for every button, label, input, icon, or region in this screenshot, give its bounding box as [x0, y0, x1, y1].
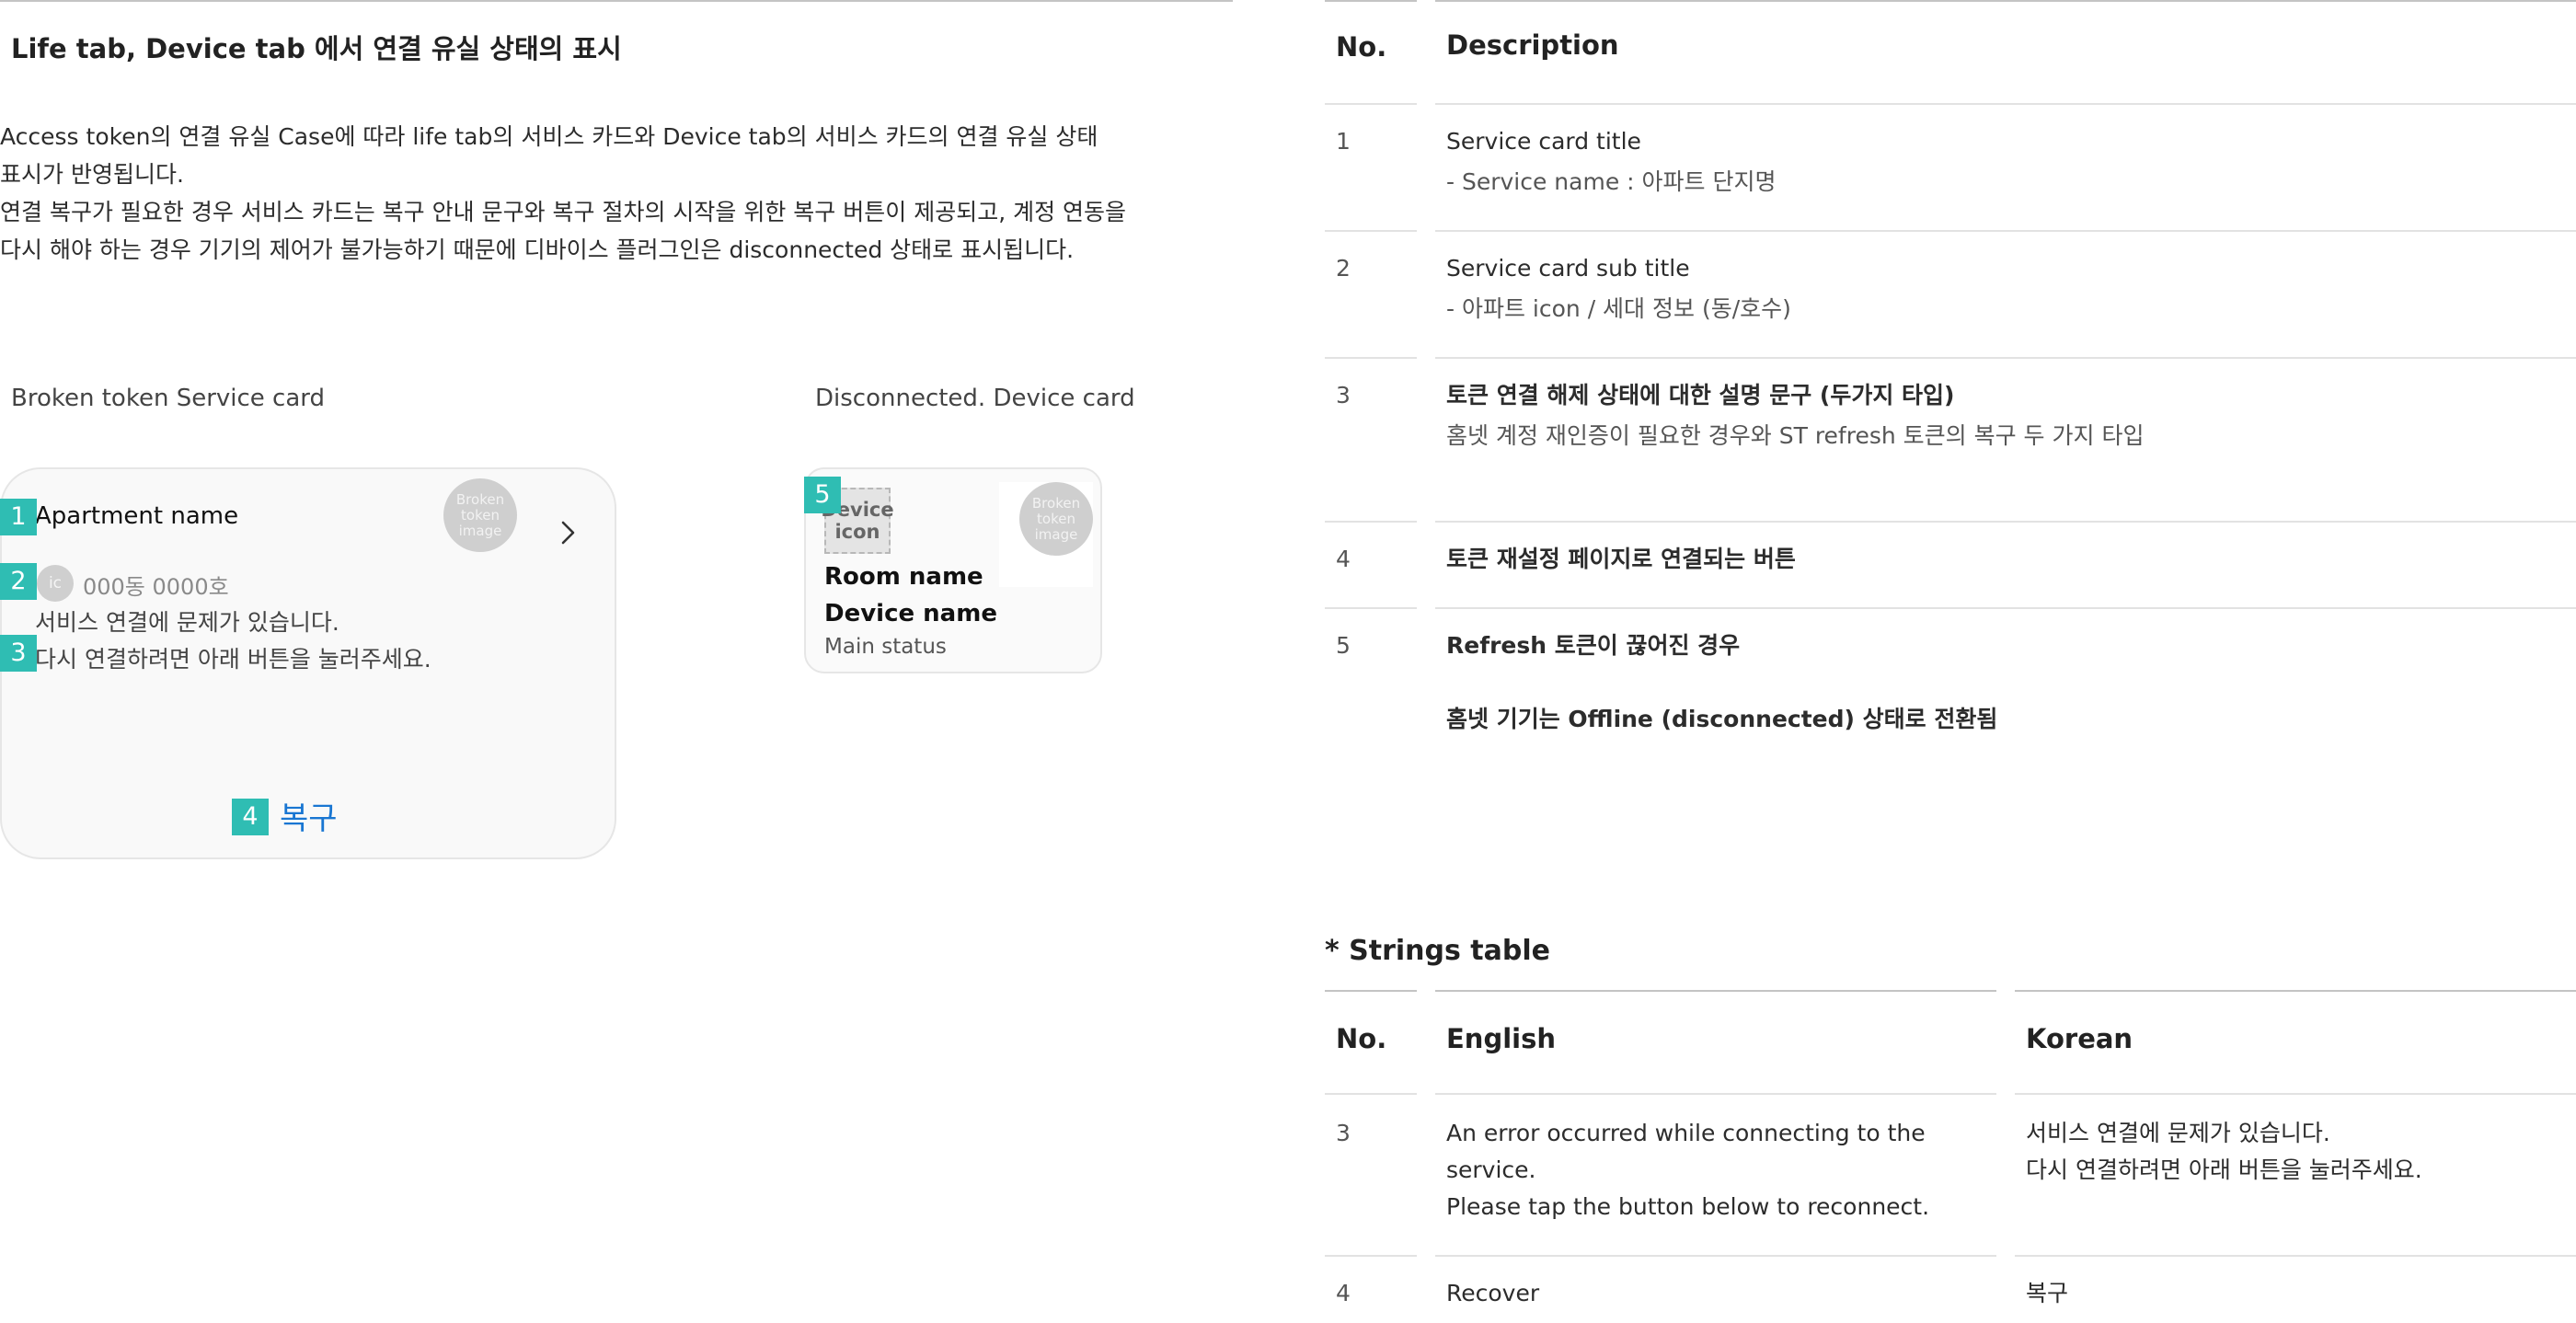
row-divider — [1325, 357, 1417, 359]
strings-header-english: English — [1446, 1023, 1557, 1054]
row-divider — [2015, 1093, 2576, 1095]
device-name: Device name — [824, 600, 997, 627]
desc-row-no: 3 — [1336, 382, 1351, 408]
desc-header-description: Description — [1446, 29, 1619, 61]
row-divider — [1435, 1255, 1996, 1257]
strings-korean-line: 복구 — [2026, 1280, 2069, 1306]
top-rule-left — [0, 0, 1233, 2]
device-image-area: Broken token image — [999, 482, 1093, 587]
intro-line: Access token의 연결 유실 Case에 따라 life tab의 서… — [0, 123, 1098, 150]
desc-row-line1: Service card sub title — [1446, 255, 1690, 282]
row-divider — [2015, 1255, 2576, 1257]
annotation-marker-2: 2 — [0, 563, 37, 600]
row-divider — [1435, 1093, 1996, 1095]
row-divider — [1435, 521, 2576, 523]
image-label-line: image — [1034, 525, 1078, 543]
row-divider — [1325, 103, 1417, 105]
annotation-marker-1: 1 — [0, 499, 37, 535]
desc-row-no: 2 — [1336, 255, 1351, 282]
device-card-caption: Disconnected. Device card — [815, 385, 1135, 412]
service-card-message-line1: 서비스 연결에 문제가 있습니다. — [35, 609, 339, 636]
chevron-right-icon[interactable] — [559, 519, 578, 546]
desc-row-line2: 홈넷 기기는 Offline (disconnected) 상태로 전환됨 — [1446, 706, 1998, 732]
apartment-icon-label: ic — [48, 573, 63, 592]
desc-row-no: 4 — [1336, 546, 1351, 572]
strings-row-no: 4 — [1336, 1280, 1351, 1306]
image-label-line: Broken — [1031, 494, 1081, 512]
row-divider — [1325, 607, 1417, 609]
service-card-caption: Broken token Service card — [11, 385, 326, 412]
strings-header-korean: Korean — [2026, 1023, 2133, 1054]
device-main-status: Main status — [824, 635, 947, 659]
strings-row-no: 3 — [1336, 1120, 1351, 1146]
intro-paragraph: Access token의 연결 유실 Case에 따라 life tab의 서… — [0, 118, 1187, 269]
row-divider — [1325, 1255, 1417, 1257]
image-label-line: Broken — [455, 490, 505, 508]
row-divider — [1325, 521, 1417, 523]
service-card-subtitle: 000동 0000호 — [83, 574, 229, 600]
strings-table-title: * Strings table — [1325, 935, 1550, 967]
desc-row-line1: Refresh 토큰이 끊어진 경우 — [1446, 632, 1741, 659]
broken-token-image: Broken token image — [1019, 482, 1093, 556]
strings-table-top-rule — [1435, 990, 1996, 992]
service-card-message-line2: 다시 연결하려면 아래 버튼을 눌러주세요. — [35, 646, 431, 673]
row-divider — [1435, 230, 2576, 232]
broken-token-service-card[interactable]: Apartment name Broken token image ic 000… — [0, 467, 616, 859]
annotation-marker-3: 3 — [0, 635, 37, 672]
intro-line: 표시가 반영됩니다. — [0, 161, 184, 188]
service-card-title: Apartment name — [35, 502, 239, 530]
strings-english-line: Recover — [1446, 1280, 1540, 1306]
desc-row-line2: 홈넷 계정 재인증이 필요한 경우와 ST refresh 토큰의 복구 두 가… — [1446, 422, 2145, 449]
desc-row-line1: Service card title — [1446, 128, 1641, 155]
desc-table-top-rule — [1325, 0, 1417, 2]
desc-row-line2: - 아파트 icon / 세대 정보 (동/호수) — [1446, 295, 1791, 322]
desc-row-no: 5 — [1336, 632, 1351, 659]
strings-header-no: No. — [1336, 1023, 1387, 1054]
desc-row-line1: 토큰 재설정 페이지로 연결되는 버튼 — [1446, 546, 1796, 572]
section-title: Life tab, Device tab 에서 연결 유실 상태의 표시 — [11, 33, 622, 64]
image-label-line: image — [458, 522, 502, 539]
recover-button[interactable]: 복구 — [280, 800, 338, 837]
strings-table-top-rule — [1325, 990, 1417, 992]
row-divider — [1435, 103, 2576, 105]
image-label-line: token — [1037, 510, 1075, 527]
strings-english-line: Please tap the button below to reconnect… — [1446, 1193, 1930, 1220]
desc-row-line2: - Service name : 아파트 단지명 — [1446, 168, 1777, 195]
apartment-icon: ic — [37, 565, 74, 602]
intro-line: 연결 복구가 필요한 경우 서비스 카드는 복구 안내 문구와 복구 절차의 시… — [0, 199, 1127, 225]
image-label-line: token — [461, 506, 500, 523]
broken-token-image: Broken token image — [443, 478, 517, 552]
row-divider — [1435, 607, 2576, 609]
strings-english-line: service. — [1446, 1156, 1536, 1183]
row-divider — [1435, 357, 2576, 359]
annotation-marker-4: 4 — [232, 799, 269, 835]
strings-table-top-rule — [2015, 990, 2576, 992]
desc-row-no: 1 — [1336, 128, 1351, 155]
row-divider — [1325, 230, 1417, 232]
strings-korean-line: 다시 연결하려면 아래 버튼을 눌러주세요. — [2026, 1156, 2422, 1183]
disconnected-device-card[interactable]: Device icon Broken token image Room name… — [804, 467, 1102, 673]
desc-table-top-rule — [1435, 0, 2576, 2]
device-icon-line: icon — [834, 521, 880, 543]
desc-row-line1: 토큰 연결 해제 상태에 대한 설명 문구 (두가지 타입) — [1446, 382, 1955, 408]
row-divider — [1325, 1093, 1417, 1095]
annotation-marker-5: 5 — [804, 477, 841, 513]
intro-line: 다시 해야 하는 경우 기기의 제어가 불가능하기 때문에 디바이스 플러그인은… — [0, 236, 1075, 263]
strings-korean-line: 서비스 연결에 문제가 있습니다. — [2026, 1120, 2330, 1146]
room-name: Room name — [824, 563, 983, 591]
strings-english-line: An error occurred while connecting to th… — [1446, 1120, 1926, 1146]
desc-header-no: No. — [1336, 31, 1387, 63]
